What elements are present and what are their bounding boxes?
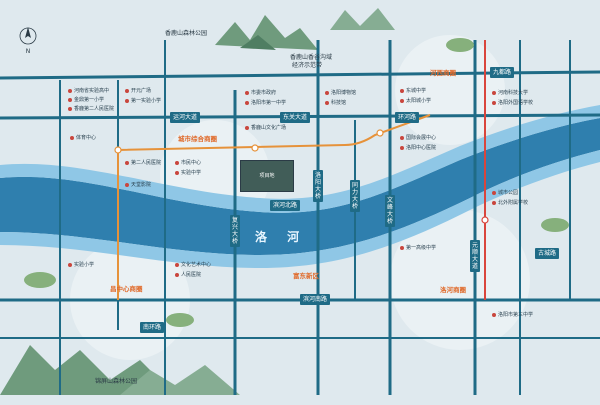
valley-line2: 经济示范带 — [292, 62, 323, 69]
road-label-gudu: 古城路 — [535, 248, 560, 259]
mountains-north — [215, 8, 395, 50]
poi-item: 城市公园 — [492, 190, 518, 196]
forest-park-north-label: 香鹿山森林公园 — [165, 30, 208, 37]
road-label-binhe-north: 滨河北路 — [270, 200, 301, 211]
poi-item: 实验小学 — [68, 262, 94, 268]
poi-item: 洛阳市第三中学 — [492, 312, 533, 318]
poi-item: 河南科技大学 — [492, 90, 528, 96]
valley-line1: 香鹿山香谷沟域 — [290, 54, 333, 61]
metro-station — [481, 216, 489, 224]
road-label-nanhuan: 南环路 — [140, 322, 165, 333]
metro-line-orange — [117, 114, 431, 300]
bridge-label-tongji: 同力大桥 — [350, 180, 360, 212]
poi-item: 洛阳博物馆 — [325, 90, 356, 96]
zone-hexi: 河西商圈 — [430, 69, 456, 77]
bridge-label-luoyang: 洛阳大桥 — [313, 170, 323, 202]
park-markers — [24, 38, 569, 327]
poi-item: 科技馆 — [325, 100, 346, 106]
road-label-jiulong: 九都路 — [490, 67, 515, 78]
poi-item: 东城中学 — [400, 88, 426, 94]
poi-item: 文化艺术中心 — [175, 262, 211, 268]
poi-item: 洛阳外国语学校 — [492, 100, 533, 106]
project-site: 项目地 — [240, 160, 294, 192]
road-label-dongguan: 东关大道 — [280, 112, 311, 123]
forest-park-south-label: 锦屏山森林公园 — [95, 378, 138, 385]
poi-item: 开元广场 — [125, 88, 151, 94]
poi-item: 市委市政府 — [245, 90, 276, 96]
poi-item: 第一高级中学 — [400, 245, 436, 251]
bridge-label-wenfeng: 文峰大桥 — [385, 195, 395, 227]
poi-item: 人民医院 — [175, 272, 201, 278]
metro-station — [251, 144, 259, 152]
zone-city-comprehensive: 城市综合商圈 — [178, 135, 217, 143]
poi-item: 天堂影院 — [125, 182, 151, 188]
poi-item: 太阳城小学 — [400, 98, 431, 104]
road-label-yunhe: 运河大道 — [170, 112, 201, 123]
poi-item: 香鹿山文化广场 — [245, 125, 286, 131]
poi-item: 第二人民医院 — [125, 160, 161, 166]
zone-fushun: 富东新区 — [293, 272, 319, 280]
poi-item: 市民中心 — [175, 160, 201, 166]
road-label-yuanshun: 元顺大道 — [470, 240, 480, 272]
svg-text:N: N — [26, 48, 31, 55]
metro-station — [114, 146, 122, 154]
metro-station — [376, 129, 384, 137]
poi-item: 第一实验小学 — [125, 98, 161, 104]
poi-item: 金鼎第一小学 — [68, 97, 104, 103]
river-main — [0, 118, 600, 255]
poi-item: 香鹿第二人民医院 — [68, 106, 114, 112]
bridge-label-fuxing: 复兴大桥 — [230, 215, 240, 247]
poi-item: 洛阳中心医院 — [400, 145, 436, 151]
mountains-south — [0, 345, 240, 395]
poi-item: 国际会展中心 — [400, 135, 436, 141]
road-label-huanhe: 环河路 — [395, 112, 420, 123]
poi-item: 体育中心 — [70, 135, 96, 141]
zone-changzhong: 昌中心商圈 — [110, 285, 143, 293]
poi-item: 洛阳市第一中学 — [245, 100, 286, 106]
compass-icon: N — [19, 27, 37, 55]
poi-item: 实验中学 — [175, 170, 201, 176]
poi-item: 北外附属学校 — [492, 200, 528, 206]
zone-luonan: 洛河商圈 — [440, 286, 466, 294]
river-name: 洛 河 — [255, 230, 308, 244]
road-label-binhe-south: 滨河南路 — [300, 294, 331, 305]
poi-item: 河南省实验高中 — [68, 88, 109, 94]
